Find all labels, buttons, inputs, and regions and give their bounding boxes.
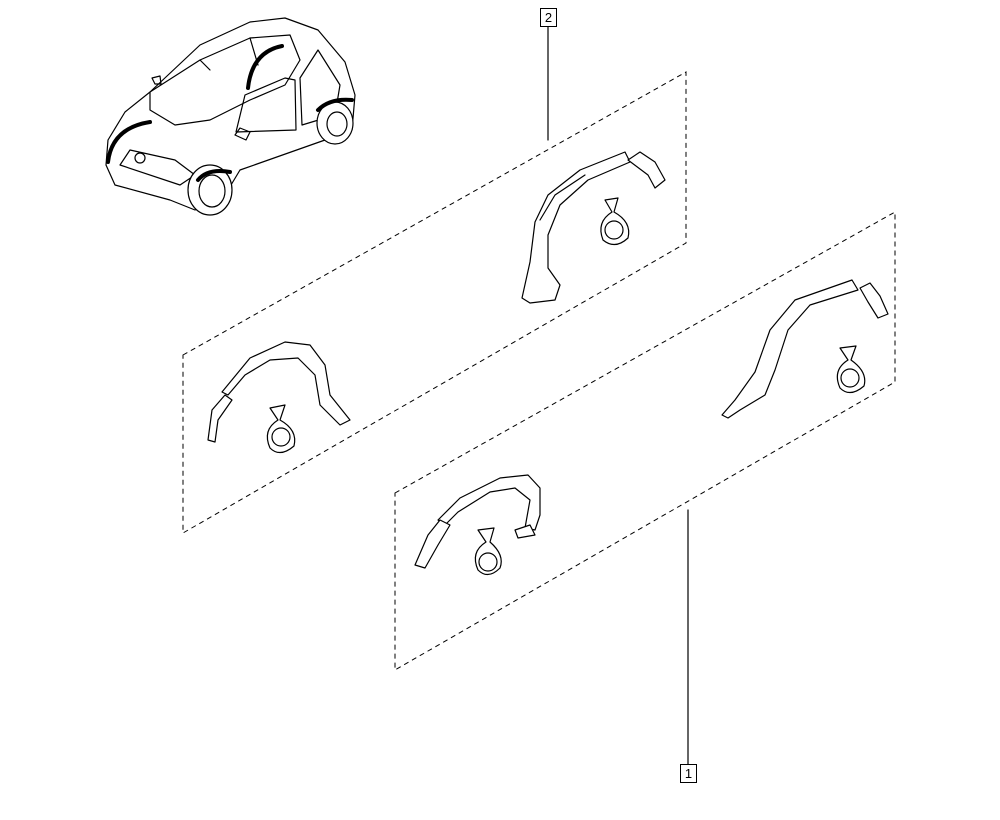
car-overview-illustration (105, 17, 356, 216)
rear-wheel-arch-trim (721, 279, 889, 419)
fastener-bag (474, 527, 502, 576)
fastener-bag (600, 197, 630, 246)
callout-1: 1 (680, 764, 697, 783)
group-1-frame (394, 211, 896, 671)
callout-2: 2 (540, 8, 557, 27)
fastener-bag (836, 345, 866, 394)
group-2-frame (182, 71, 687, 534)
rear-wheel-arch-trim (521, 151, 666, 304)
fastener-bag (266, 404, 296, 454)
front-wheel-arch-trim (414, 474, 541, 569)
front-wheel-arch-trim (207, 341, 351, 443)
